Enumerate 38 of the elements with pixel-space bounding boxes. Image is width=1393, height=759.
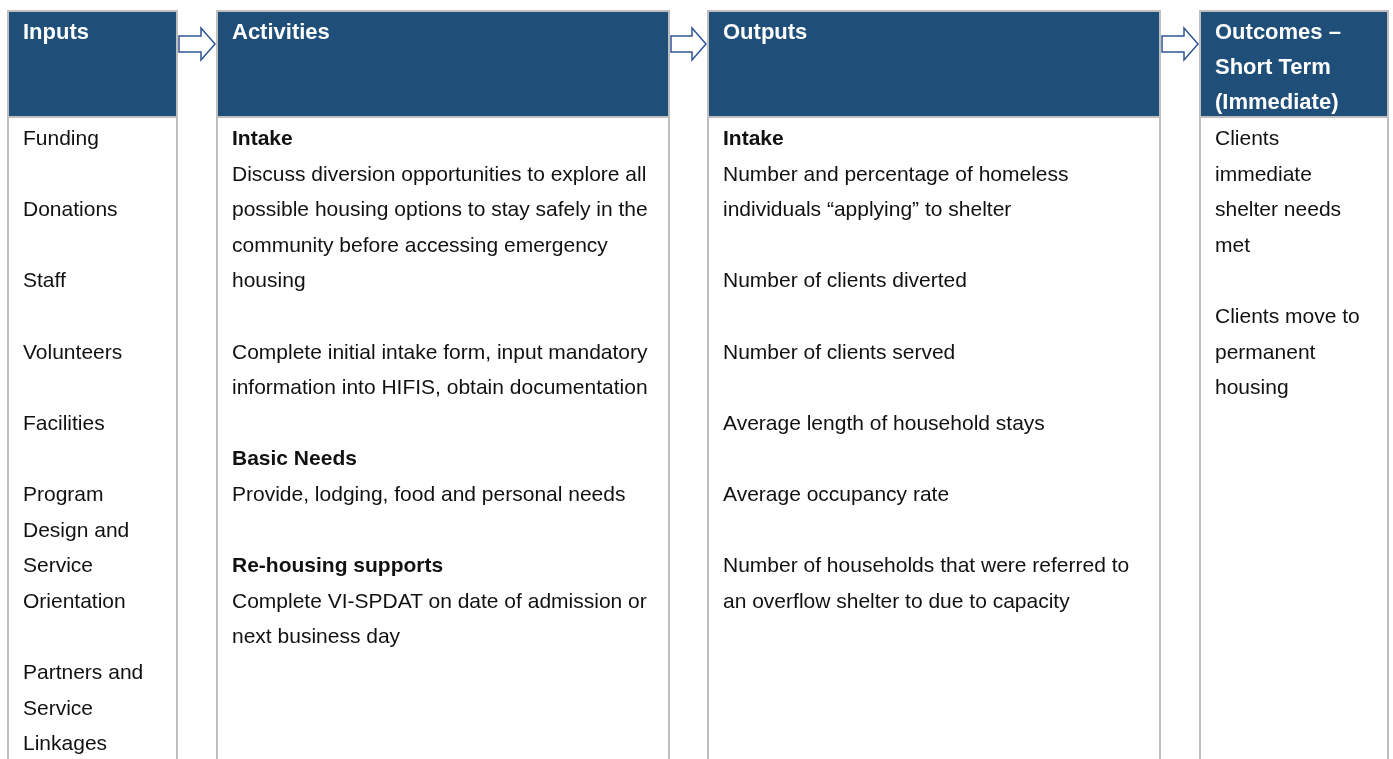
column-header xyxy=(216,10,670,118)
section-heading: Re-housing supports xyxy=(232,552,445,579)
item-text: Average length of household stays xyxy=(723,409,1046,436)
item-text: Number of clients served xyxy=(723,338,957,365)
column-header xyxy=(1199,10,1389,118)
item-text: Staff xyxy=(23,267,67,294)
item-text: Clients move to permanent housing xyxy=(1215,302,1361,401)
block-arrow xyxy=(670,26,707,62)
header-text: Outputs xyxy=(723,18,809,46)
item-text: Clients immediate shelter needs met xyxy=(1215,125,1343,258)
section-heading: Intake xyxy=(232,125,294,151)
item-text: Program Design and Service Orientation xyxy=(23,480,131,614)
item-text: Complete initial intake form, input mandatory information into HIFIS, obtain documentation xyxy=(232,338,649,401)
column-header xyxy=(707,10,1161,118)
block-arrow xyxy=(178,26,216,62)
item-text: Facilities xyxy=(23,409,106,436)
column-panel xyxy=(1199,118,1389,759)
section-heading: Basic Needs xyxy=(232,445,358,472)
column-panel xyxy=(707,118,1161,759)
header-text: Outcomes – Short Term (Immediate) xyxy=(1215,18,1342,116)
column-header xyxy=(7,10,178,118)
column-panel xyxy=(216,118,670,759)
item-text: Discuss diversion opportunities to explore all possible housing options to stay safely in the community before accessing emergency housing xyxy=(232,160,649,294)
item-text: Number of households that were referred to an overflow shelter to due to capacity xyxy=(723,552,1131,614)
item-text: Funding xyxy=(23,125,100,151)
block-arrow xyxy=(1161,26,1199,62)
section-heading: Intake xyxy=(723,125,785,151)
item-text: Volunteers xyxy=(23,338,124,365)
item-text: Complete VI-SPDAT on date of admission or next business day xyxy=(232,587,648,650)
item-text: Donations xyxy=(23,196,119,223)
item-text: Average occupancy rate xyxy=(723,480,951,507)
item-text: Number of clients diverted xyxy=(723,267,968,294)
item-text: Number and percentage of homeless individuals “applying” to shelter xyxy=(723,160,1070,223)
header-text: Inputs xyxy=(23,18,90,46)
item-text: Provide, lodging, food and personal needs xyxy=(232,480,627,507)
column-panel xyxy=(7,118,178,759)
header-text: Activities xyxy=(232,18,331,46)
item-text: Partners and Service Linkages xyxy=(23,658,145,757)
